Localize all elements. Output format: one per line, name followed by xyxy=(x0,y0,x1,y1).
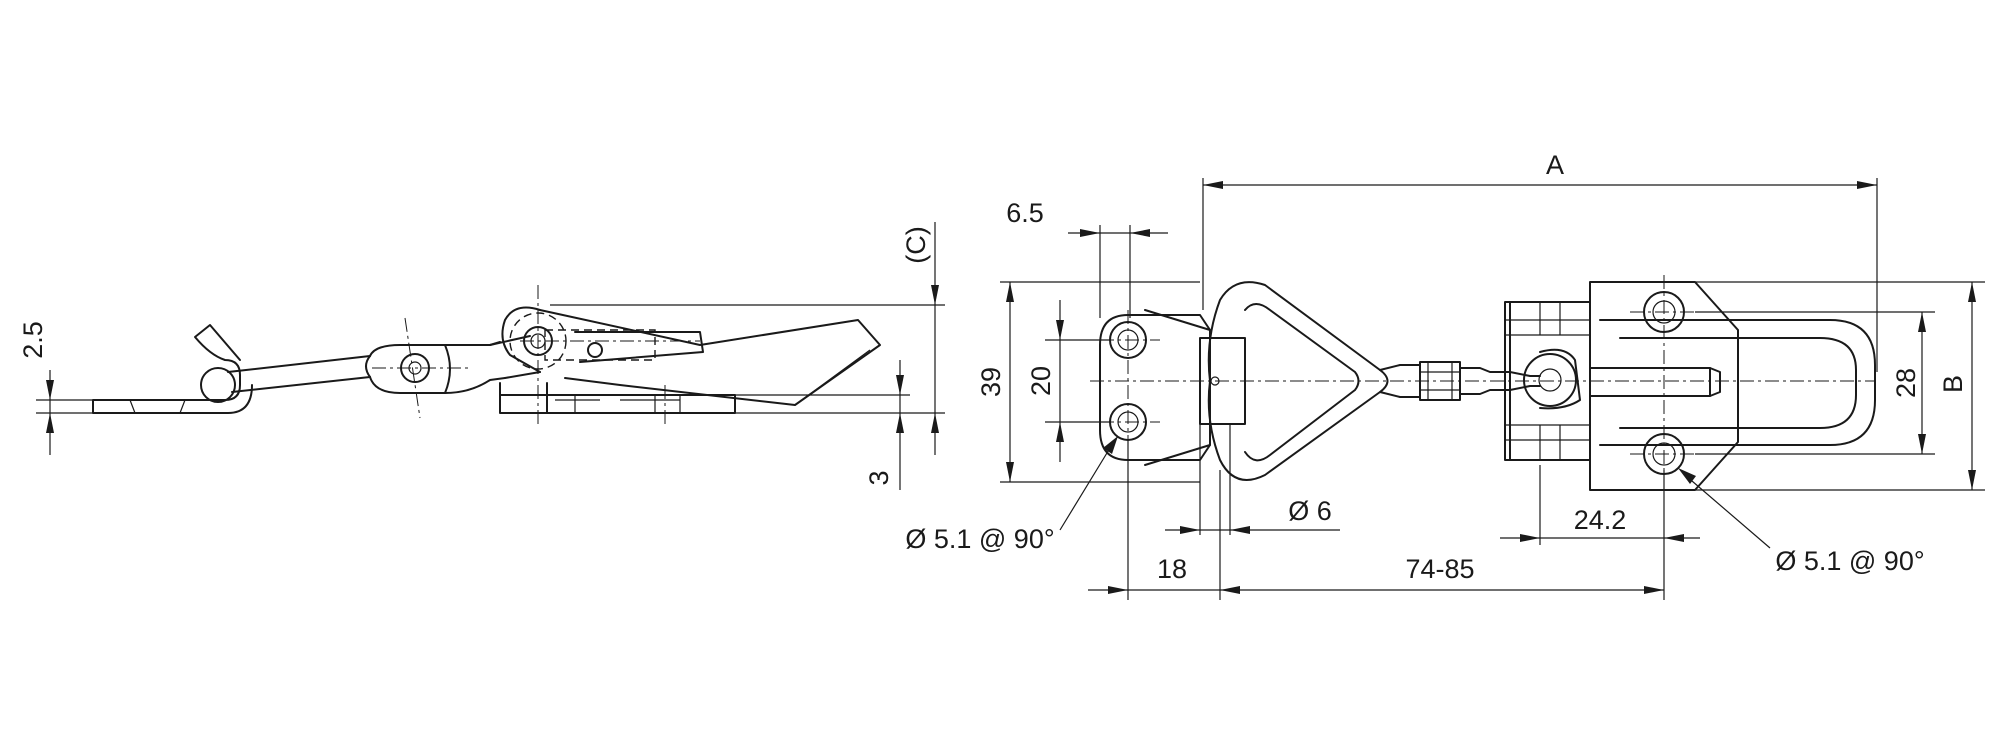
slider-rod xyxy=(574,331,704,363)
dim-18-label: 18 xyxy=(1157,554,1187,584)
base-plate xyxy=(499,382,736,414)
lever-cam xyxy=(1539,348,1581,410)
slider-pin xyxy=(587,342,603,358)
keeper-plate xyxy=(92,374,253,414)
keeper-pin xyxy=(200,367,236,403)
base-plate-details xyxy=(555,395,681,413)
rod-to-lever-top xyxy=(1509,371,1541,391)
handle-stud xyxy=(1589,367,1711,397)
lever-block-details xyxy=(1505,302,1590,460)
dim-a-label: A xyxy=(1546,150,1564,180)
rod-to-lever xyxy=(489,335,541,379)
dim-b-label: B xyxy=(1938,375,1968,393)
lever-pivot-top-inner xyxy=(1538,368,1562,392)
side-view: 2.5 (C) 3 xyxy=(18,222,945,490)
hook-loop xyxy=(1207,281,1389,481)
lever-arm xyxy=(501,306,541,373)
hole-left-label: Ø 5.1 @ 90° xyxy=(905,524,1054,554)
keeper-plate-top xyxy=(1099,314,1211,461)
hook-rod xyxy=(227,355,371,393)
rod-top xyxy=(1379,364,1511,398)
dim-20-label: 20 xyxy=(1026,366,1056,396)
keeper-hook xyxy=(194,324,241,376)
dim-28-label: 28 xyxy=(1891,368,1921,398)
top-view: A 6.5 39 20 28 B xyxy=(905,150,1985,600)
hook-loop-inner xyxy=(1244,303,1360,462)
rod-pivot-ends xyxy=(365,344,451,394)
dim-dia6-label: Ø 6 xyxy=(1288,496,1332,526)
dim-3-label: 3 xyxy=(864,470,894,485)
handle-loop xyxy=(1599,319,1876,446)
handle-stud-tip xyxy=(1709,367,1721,397)
hole-right-label: Ø 5.1 @ 90° xyxy=(1775,546,1924,576)
dim-24-2-label: 24.2 xyxy=(1574,505,1627,535)
keeper-plate-taper xyxy=(1144,309,1211,466)
lever-handle-inner xyxy=(699,319,871,406)
keeper-tab xyxy=(129,399,186,414)
dim-6-5-label: 6.5 xyxy=(1006,198,1044,228)
dim-74-85-label: 74-85 xyxy=(1405,554,1474,584)
handle-loop-inner xyxy=(1619,337,1857,429)
dim-2-5-label: 2.5 xyxy=(18,321,48,359)
lever-pivot-top-outer xyxy=(1523,353,1577,407)
dim-39-label: 39 xyxy=(976,367,1006,397)
dim-c-label: (C) xyxy=(901,226,931,263)
